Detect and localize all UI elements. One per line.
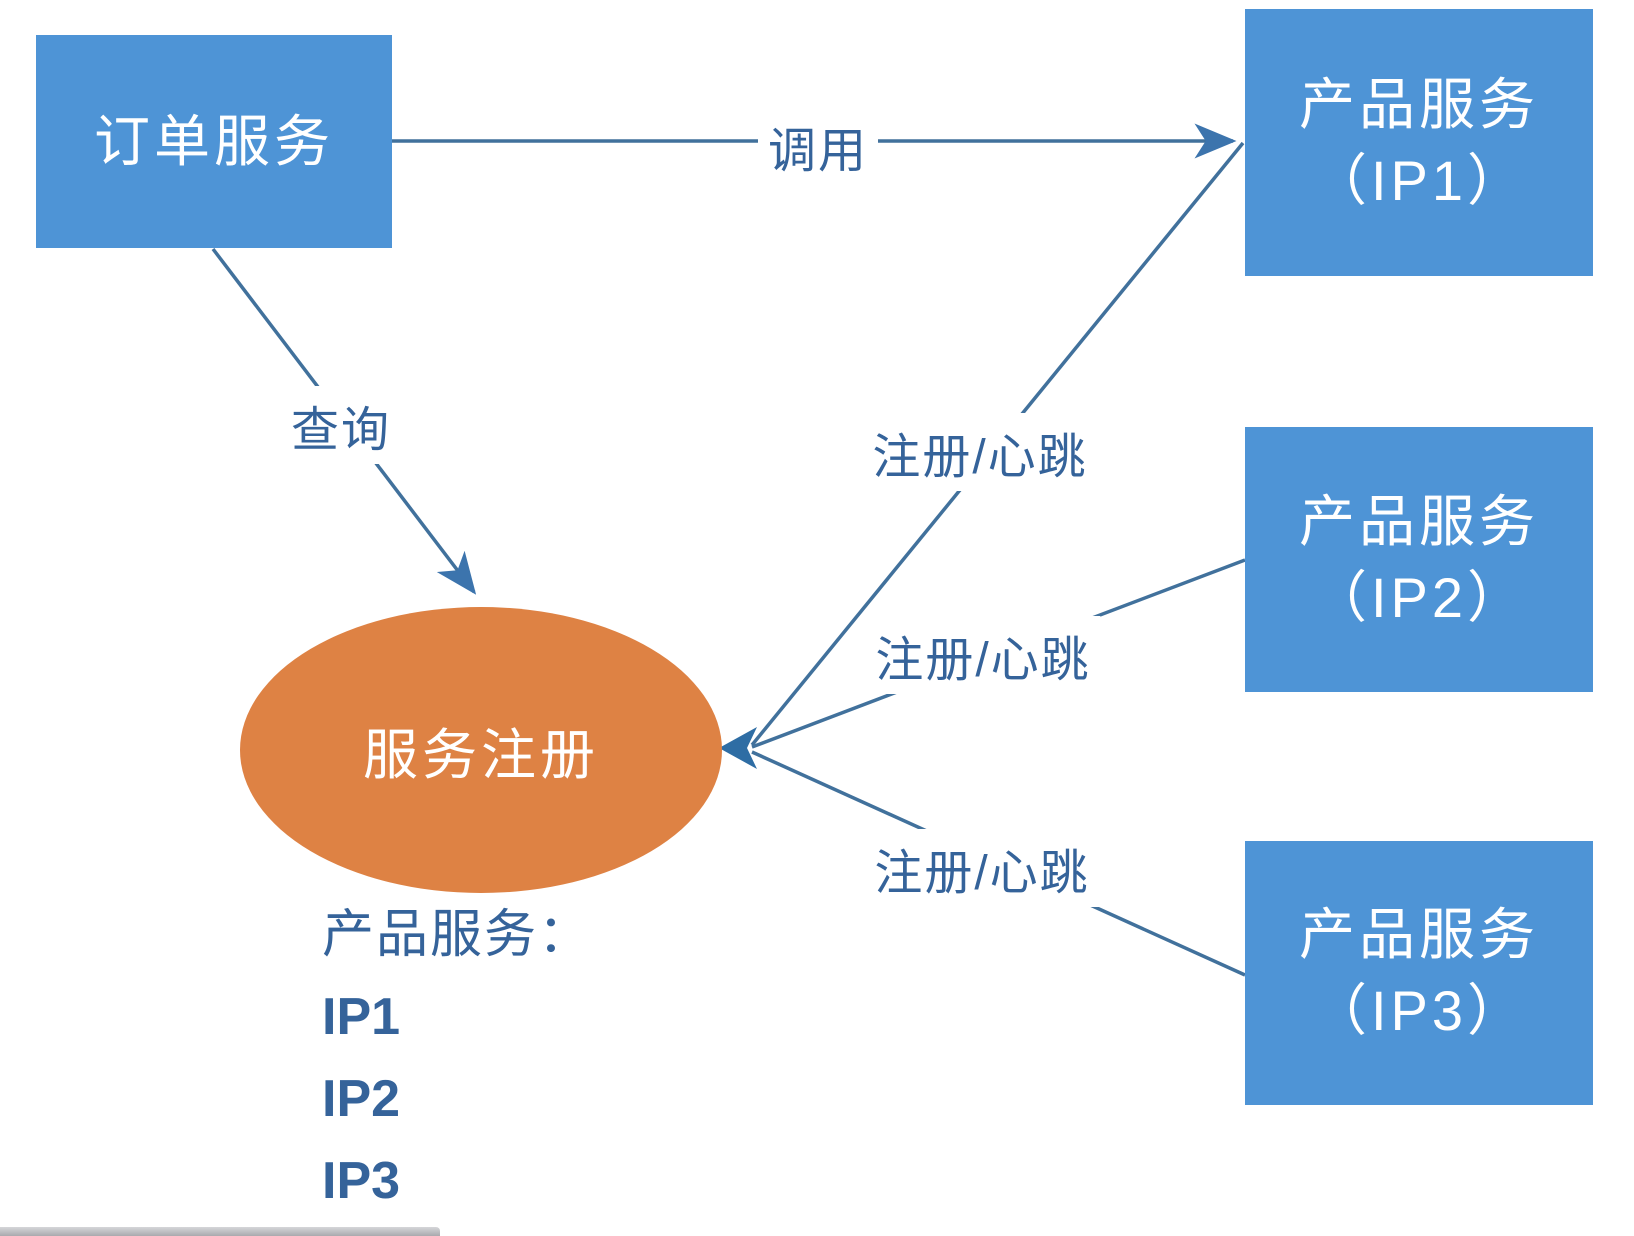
registry-list-title: 产品服务： xyxy=(322,906,593,964)
node-ip3-label-line2: （IP3） xyxy=(1310,979,1528,1042)
edge-label-call: 调用 xyxy=(757,107,879,185)
node-ip3-label-line1: 产品服务 xyxy=(1299,903,1539,966)
node-ip2-label-line1: 产品服务 xyxy=(1299,489,1539,553)
node-ip1-label-line1: 产品服务 xyxy=(1299,72,1539,136)
registry-list-item-ip1: IP1 xyxy=(322,988,401,1046)
node-ip2-label-line2: （IP2） xyxy=(1310,565,1528,629)
registry-list-item-ip3: IP3 xyxy=(322,1152,401,1210)
registry-list-item-ip2: IP2 xyxy=(322,1070,401,1128)
edge-label-register-heartbeat-2: 注册/心跳 xyxy=(865,616,1101,694)
node-product-service-ip1: 产品服务 （IP1） xyxy=(1245,9,1593,276)
edge-label-register-heartbeat-3: 注册/心跳 xyxy=(864,829,1100,907)
node-service-registry: 服务注册 xyxy=(240,607,722,893)
edge-label-query: 查询 xyxy=(280,386,402,464)
node-order-service-label: 订单服务 xyxy=(94,109,334,173)
registry-arrowhead-icon xyxy=(719,727,757,769)
edge-label-register-heartbeat-1: 注册/心跳 xyxy=(862,413,1098,491)
node-order-service: 订单服务 xyxy=(36,35,392,248)
node-service-registry-label: 服务注册 xyxy=(362,724,599,786)
node-product-service-ip2: 产品服务 （IP2） xyxy=(1245,427,1593,692)
node-ip1-label-line2: （IP1） xyxy=(1310,148,1528,212)
bottom-edge-artifact xyxy=(0,1227,440,1236)
node-product-service-ip3: 产品服务 （IP3） xyxy=(1245,841,1593,1105)
registry-contents-list: 产品服务： IP1 IP2 IP3 xyxy=(322,894,592,1222)
